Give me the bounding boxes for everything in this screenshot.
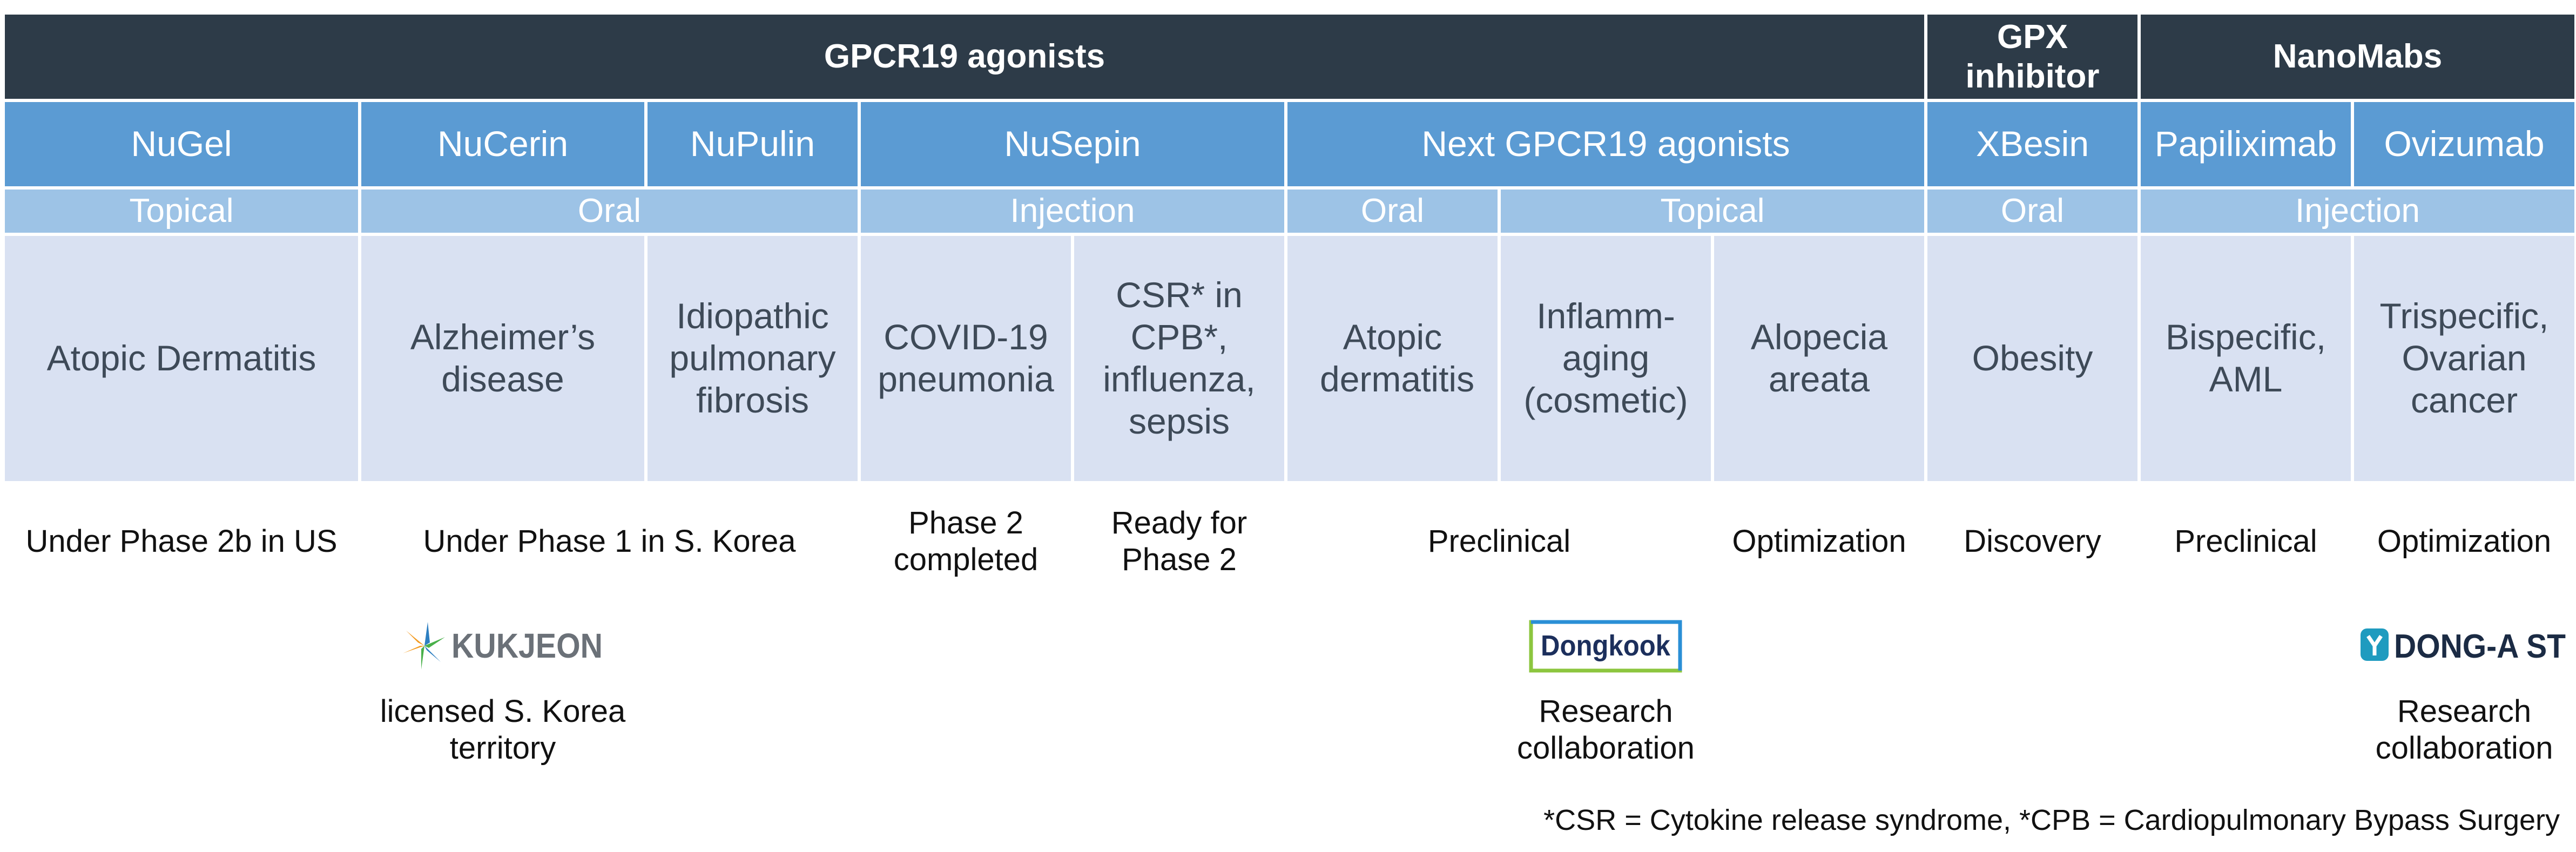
product-nupulin: NuPulin <box>644 99 861 190</box>
route-injection: Injection <box>2137 186 2576 236</box>
partner-empty <box>1284 599 1501 780</box>
product-nusepin: NuSepin <box>858 99 1287 190</box>
partner-empty <box>2 599 361 780</box>
route-row: Topical Oral Injection Oral Topical Oral… <box>2 186 2576 236</box>
group-gpx-inhibitor: GPX inhibitor <box>1924 11 2141 102</box>
indication-cell: Alzheimer’s disease <box>358 233 648 484</box>
partner-empty <box>1071 599 1287 780</box>
partner-kukjeon: KUKJEON licensed S. Korea territory <box>358 599 648 780</box>
route-oral: Oral <box>358 186 861 236</box>
indication-cell: Obesity <box>1924 233 2141 484</box>
route-oral: Oral <box>1924 186 2141 236</box>
route-injection: Injection <box>858 186 1287 236</box>
stage-cell: Preclinical <box>1284 481 1714 602</box>
indication-cell: Idiopathic pulmonary fibrosis <box>644 233 861 484</box>
route-topical: Topical <box>1498 186 1927 236</box>
footnote: *CSR = Cytokine release syndrome, *CPB =… <box>1543 804 2560 836</box>
product-papiliximab: Papiliximab <box>2137 99 2354 190</box>
kukjeon-star-logo-icon: KUKJEON <box>403 621 603 670</box>
partner-empty <box>858 599 1074 780</box>
partner-note: Research collaboration <box>1517 693 1695 766</box>
stage-cell: Under Phase 2b in US <box>2 481 361 602</box>
stage-cell: Preclinical <box>2137 481 2354 602</box>
stage-cell: Ready for Phase 2 <box>1071 481 1287 602</box>
dongkook-logo-text: Dongkook <box>1541 630 1671 662</box>
route-oral: Oral <box>1284 186 1501 236</box>
indication-cell: Atopic Dermatitis <box>2 233 361 484</box>
stage-cell: Optimization <box>2350 481 2576 602</box>
partner-note: licensed S. Korea territory <box>380 693 626 766</box>
product-xbesin: XBesin <box>1924 99 2141 190</box>
dong-a-st-logo-text: DONG-A ST <box>2394 628 2566 665</box>
indication-cell: CSR* in CPB*, influenza, sepsis <box>1071 233 1287 484</box>
group-header-row: GPCR19 agonists GPX inhibitor NanoMabs <box>2 11 2576 102</box>
route-topical: Topical <box>2 186 361 236</box>
partner-empty <box>644 599 861 780</box>
stage-cell: Discovery <box>1924 481 2141 602</box>
indication-cell: Bispecific, AML <box>2137 233 2354 484</box>
product-nugel: NuGel <box>2 99 361 190</box>
indication-cell: COVID-19 pneumonia <box>858 233 1074 484</box>
stage-row: Under Phase 2b in US Under Phase 1 in S.… <box>2 481 2576 602</box>
group-gpcr19-agonists: GPCR19 agonists <box>2 11 1927 102</box>
stage-cell: Optimization <box>1711 481 1927 602</box>
partner-empty <box>2137 599 2354 780</box>
stage-cell: Under Phase 1 in S. Korea <box>358 481 861 602</box>
product-ovizumab: Ovizumab <box>2350 99 2576 190</box>
pipeline-table: GPCR19 agonists GPX inhibitor NanoMabs N… <box>2 11 2576 780</box>
indication-cell: Inflamm-aging (cosmetic) <box>1498 233 1714 484</box>
partner-empty <box>1711 599 1927 780</box>
partner-note: Research collaboration <box>2375 693 2553 766</box>
product-row: NuGel NuCerin NuPulin NuSepin Next GPCR1… <box>2 99 2576 190</box>
product-next-gpcr19-agonists: Next GPCR19 agonists <box>1284 99 1927 190</box>
indication-cell: Alopecia areata <box>1711 233 1927 484</box>
partner-dongkook: Dongkook Research collaboration <box>1498 599 1714 780</box>
partner-dong-a-st: DONG-A ST Research collaboration <box>2350 599 2576 780</box>
stage-cell: Phase 2 completed <box>858 481 1074 602</box>
partner-row: KUKJEON licensed S. Korea territory Dong… <box>2 599 2576 780</box>
indication-cell: Trispecific, Ovarian cancer <box>2350 233 2576 484</box>
product-nucerin: NuCerin <box>358 99 648 190</box>
dongkook-logo-icon: Dongkook <box>1529 620 1682 673</box>
indication-cell: Atopic dermatitis <box>1284 233 1501 484</box>
indication-row: Atopic Dermatitis Alzheimer’s disease Id… <box>2 233 2576 484</box>
dong-a-st-logo-icon: DONG-A ST <box>2361 628 2566 665</box>
group-nanomabs: NanoMabs <box>2137 11 2576 102</box>
kukjeon-logo-text: KUKJEON <box>451 626 603 665</box>
partner-empty <box>1924 599 2141 780</box>
